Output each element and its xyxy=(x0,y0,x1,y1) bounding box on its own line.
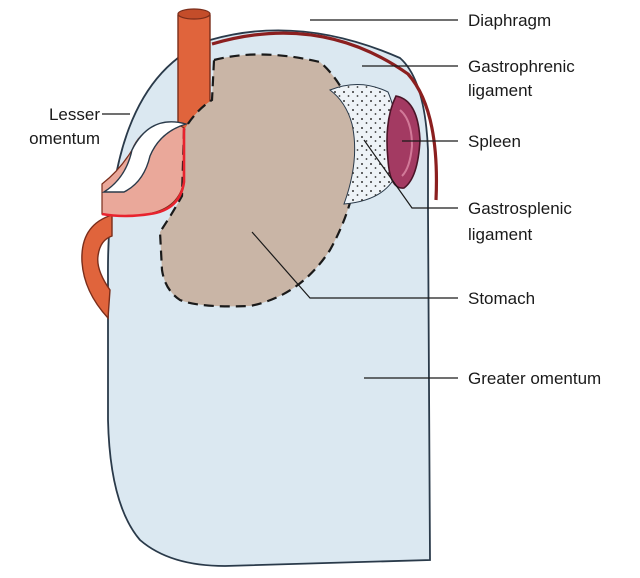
label-gastrosplenic-2: ligament xyxy=(468,225,533,244)
label-greater-omentum: Greater omentum xyxy=(468,369,601,388)
label-gastrophrenic-1: Gastrophrenic xyxy=(468,57,575,76)
label-lesser-omentum-1: Lesser xyxy=(49,105,100,124)
label-gastrophrenic-2: ligament xyxy=(468,81,533,100)
label-gastrosplenic-1: Gastrosplenic xyxy=(468,199,572,218)
label-stomach: Stomach xyxy=(468,289,535,308)
label-diaphragm: Diaphragm xyxy=(468,11,551,30)
label-spleen: Spleen xyxy=(468,132,521,151)
label-lesser-omentum-2: omentum xyxy=(29,129,100,148)
